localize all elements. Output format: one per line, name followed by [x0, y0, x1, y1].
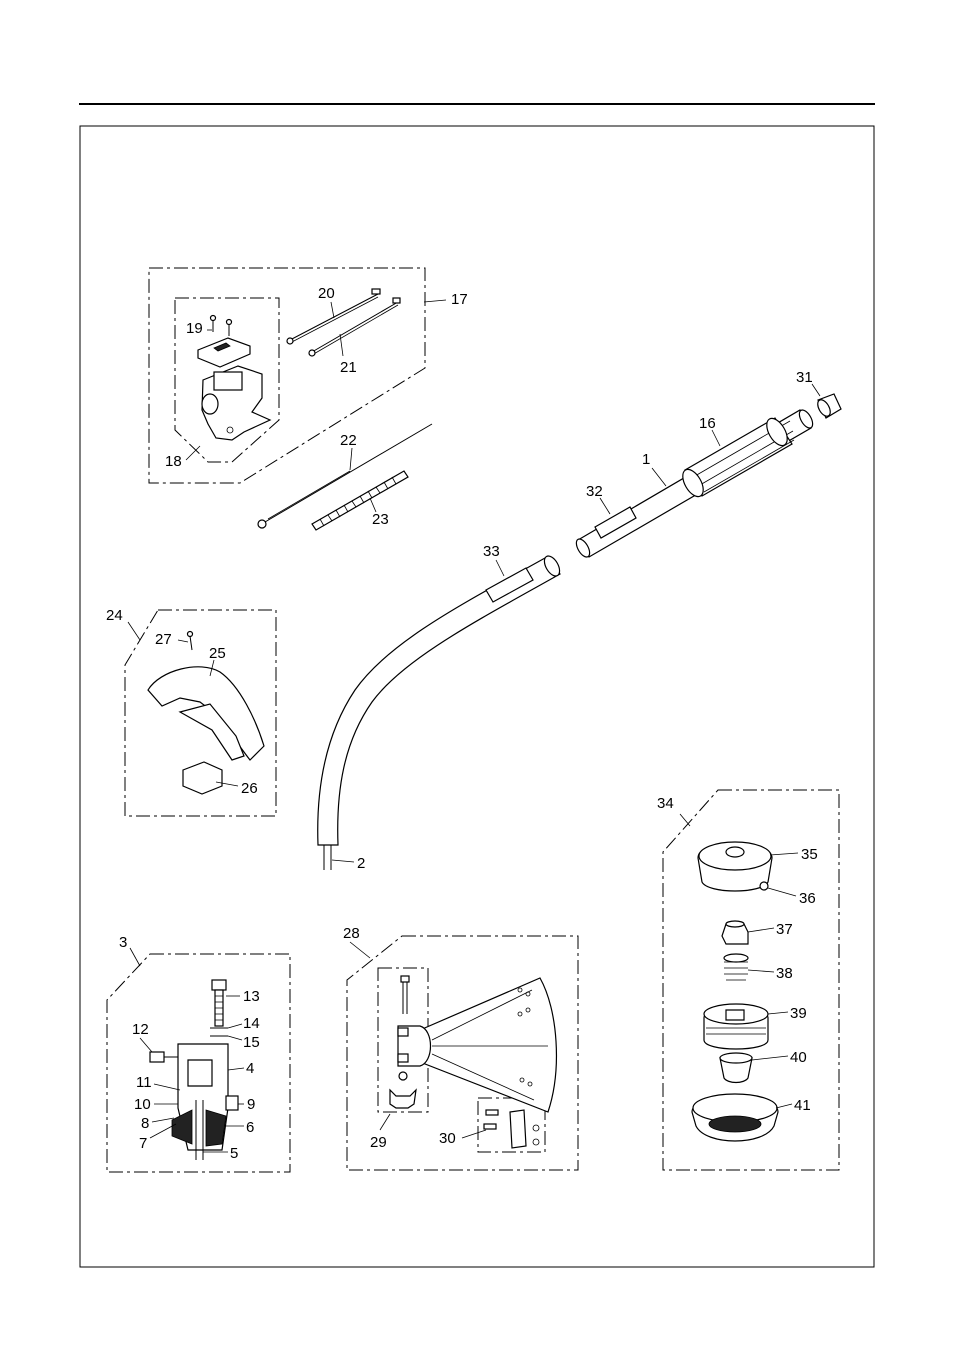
callout-21: 21	[340, 359, 357, 376]
callout-6: 6	[246, 1119, 254, 1136]
callout-33: 33	[483, 543, 500, 560]
callout-29: 29	[370, 1134, 387, 1151]
group-17-throttle-assembly	[149, 268, 425, 483]
callout-40: 40	[790, 1049, 807, 1066]
callout-20: 20	[318, 285, 335, 302]
callout-25: 25	[209, 645, 226, 662]
callout-28: 28	[343, 925, 360, 942]
callout-23: 23	[372, 511, 389, 528]
shaft-end-cap-31	[815, 394, 841, 418]
spiral-tube-23	[312, 471, 408, 530]
callout-17: 17	[451, 291, 468, 308]
callout-7: 7	[139, 1135, 147, 1152]
callout-27: 27	[155, 631, 172, 648]
callout-39: 39	[790, 1005, 807, 1022]
callout-2: 2	[357, 855, 365, 872]
callout-37: 37	[776, 921, 793, 938]
callout-9: 9	[247, 1096, 255, 1113]
callout-22: 22	[340, 432, 357, 449]
callout-38: 38	[776, 965, 793, 982]
callout-36: 36	[799, 890, 816, 907]
callout-24: 24	[106, 607, 123, 624]
callout-12: 12	[132, 1021, 149, 1038]
callout-1: 1	[642, 451, 650, 468]
group-3-gear-case	[107, 954, 290, 1172]
callout-5: 5	[230, 1145, 238, 1162]
callout-16: 16	[699, 415, 716, 432]
callout-30: 30	[439, 1130, 456, 1147]
callout-10: 10	[134, 1096, 151, 1113]
grip-16	[679, 415, 794, 500]
callout-35: 35	[801, 846, 818, 863]
callout-14: 14	[243, 1015, 260, 1032]
callout-31: 31	[796, 369, 813, 386]
callout-4: 4	[246, 1060, 254, 1077]
switch-cover	[198, 338, 250, 367]
callout-11: 11	[136, 1074, 152, 1091]
callout-15: 15	[243, 1034, 260, 1051]
callout-41: 41	[794, 1097, 811, 1114]
curved-pipe-2	[318, 553, 563, 870]
screw-19	[211, 316, 232, 337]
callout-19: 19	[186, 320, 203, 337]
callout-26: 26	[241, 780, 258, 797]
callout-8: 8	[141, 1115, 149, 1132]
callout-18: 18	[165, 453, 182, 470]
callout-13: 13	[243, 988, 260, 1005]
callout-32: 32	[586, 483, 603, 500]
callout-34: 34	[657, 795, 674, 812]
callout-3: 3	[119, 934, 127, 951]
